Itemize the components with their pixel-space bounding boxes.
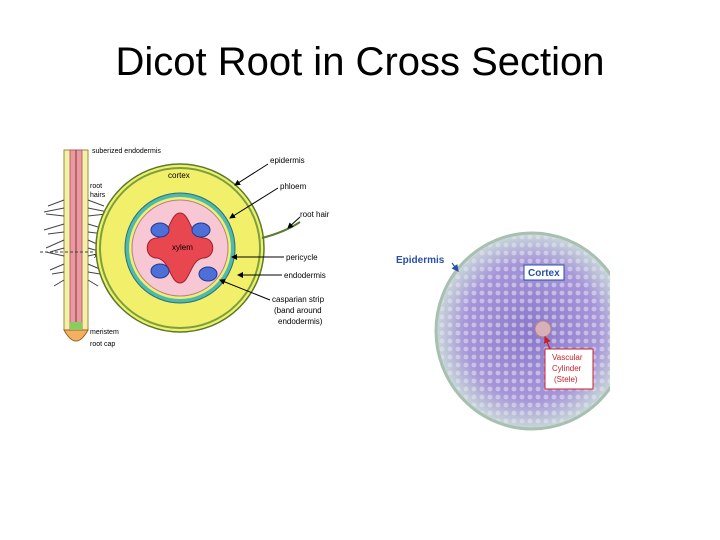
label-root-hair: root hair: [300, 210, 330, 219]
micro-label-vascular-1: Vascular: [552, 353, 583, 362]
label-meristem: meristem: [90, 329, 119, 336]
cross-section: [95, 163, 301, 333]
xylem-shape: [146, 212, 214, 284]
micro-label-vascular-3: (Stele): [554, 375, 578, 384]
root-micrograph: Epidermis Cortex Vascular Cylinder (Stel…: [396, 231, 610, 431]
label-pericycle: pericycle: [286, 253, 318, 262]
micro-label-cortex: Cortex: [528, 268, 560, 279]
micro-label-vascular-2: Cylinder: [552, 364, 582, 373]
label-root-hairs-1: root: [90, 183, 102, 190]
label-phloem: phloem: [280, 182, 307, 191]
label-casparian-3: endodermis): [278, 317, 323, 326]
label-casparian-2: (band around: [274, 306, 322, 315]
label-suberized-endodermis: suberized endodermis: [92, 148, 161, 155]
label-root-hairs-2: hairs: [90, 192, 106, 199]
micro-label-epidermis: Epidermis: [396, 255, 445, 266]
label-xylem: xylem: [172, 243, 193, 252]
label-cortex: cortex: [168, 171, 190, 180]
label-endodermis: endodermis: [284, 271, 326, 280]
label-casparian-1: casparian strip: [272, 295, 325, 304]
label-root-cap: root cap: [90, 341, 115, 348]
phloem-patch: [191, 222, 211, 238]
phloem-patch: [150, 263, 170, 279]
longitudinal-root-view: [40, 149, 112, 342]
phloem-patch: [150, 222, 170, 238]
label-epidermis: epidermis: [270, 156, 305, 165]
slide-title: Dicot Root in Cross Section: [115, 40, 605, 84]
phloem-patch: [198, 266, 218, 282]
stele-center: [534, 320, 552, 338]
